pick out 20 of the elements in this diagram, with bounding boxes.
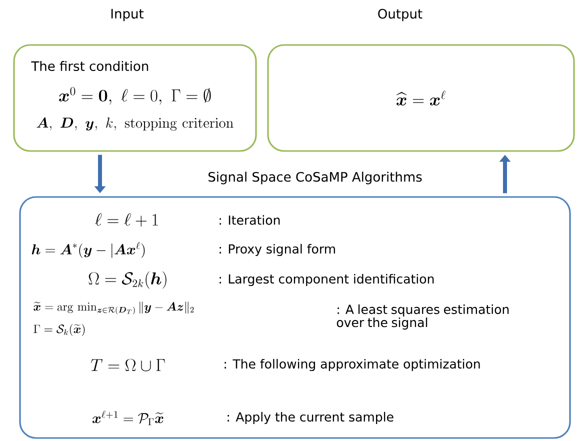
description-text: : Proxy signal form [220, 244, 335, 256]
formula: $T = \Omega \cup \Gamma$ [90, 358, 165, 372]
description-text: : Iteration [220, 215, 280, 225]
formula: $\ell = \ell + 1$ [95, 213, 158, 227]
formula: $\Omega = \mathcal{S}_{2k}(\boldsymbol{h})$ [88, 271, 166, 289]
description-text: : Largest component identification [220, 274, 434, 286]
formula: $\boldsymbol{x}^{\ell+1} = \mathcal{P}_\Gamma \widetilde{\boldsymbol{x}}$ [92, 410, 164, 426]
description-text: : A least squares estimation over the signal [336, 304, 509, 330]
description-text: : The following approximate optimization [224, 358, 480, 372]
formula: $\boldsymbol{x}^0 = \mathbf{0},\ \ell = 0,\ \Gamma = \emptyset$ [59, 87, 211, 105]
description-text: : Apply the current sample [228, 412, 394, 424]
heading: Output [378, 8, 422, 22]
formula: $\widetilde{\boldsymbol{x}} = \arg\,\min\nolimits_{\boldsymbol{z}\in\mathcal{R}(\boldsymbol{D}_T)} \|\boldsymbol{y} - \boldsymbol{A}\boldsymbol{z}\|_2$ [34, 302, 194, 314]
formula: $\boldsymbol{A},\ \boldsymbol{D},\ \boldsymbol{y},\ k,\ \mathrm{stopping\ criterion}$ [36, 117, 234, 131]
heading: Input [111, 8, 144, 22]
description-text: The first condition [31, 60, 148, 72]
formula: $\widehat{\boldsymbol{x}} = \boldsymbol{x}^\ell$ [396, 90, 446, 106]
formula: $\boldsymbol{h} = \boldsymbol{A}^*(\boldsymbol{y} - |\boldsymbol{A}\boldsymbol{x}^\ell)$ [32, 242, 145, 258]
heading: Signal Space CoSaMP Algorithms [208, 172, 422, 184]
formula: $\Gamma = \mathcal{S}_k(\widetilde{\boldsymbol{x}})$ [34, 324, 85, 336]
